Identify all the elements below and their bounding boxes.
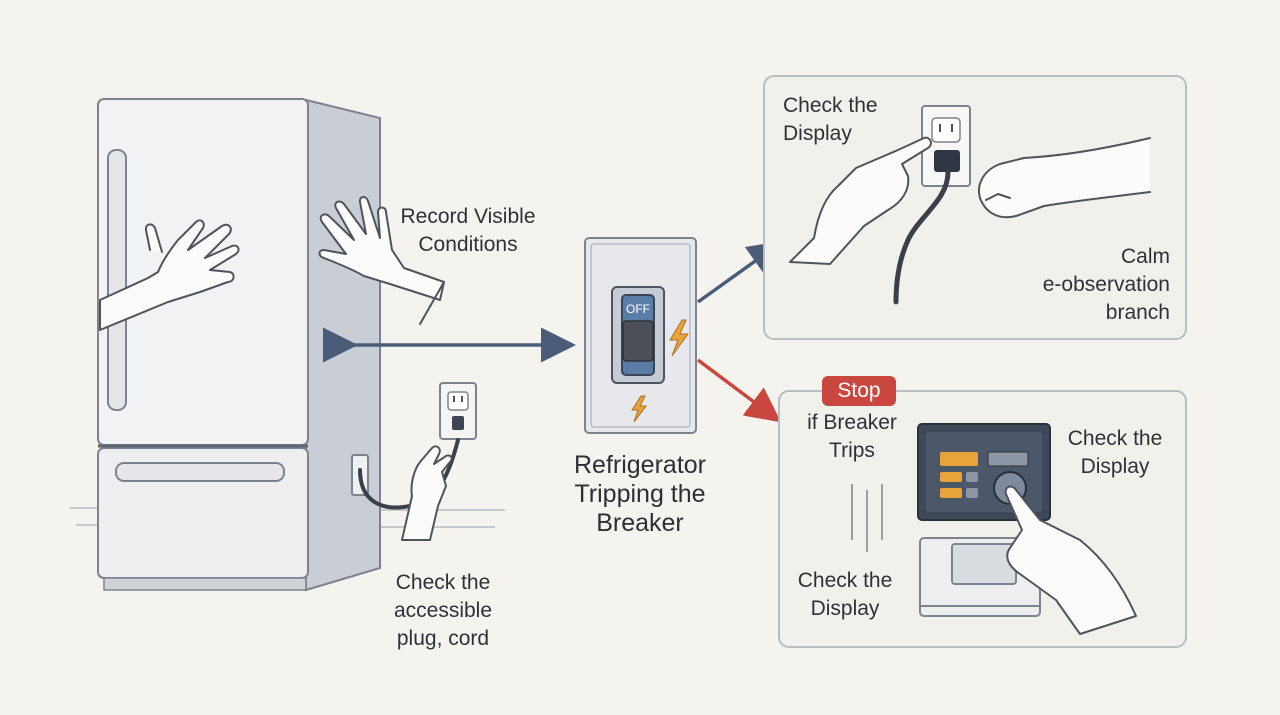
- breaker-panel: [584, 237, 697, 434]
- breaker-switch-icon: [621, 294, 655, 376]
- hand-holding-plug-icon: [401, 445, 453, 541]
- record-conditions-label: Record Visible Conditions: [400, 205, 536, 256]
- wall-outlet-icon: [439, 382, 477, 440]
- breaker-state-label: OFF: [626, 302, 650, 316]
- diagram-title: Refrigerator Tripping the Breaker: [574, 451, 706, 537]
- reaching-hand-icon: [978, 137, 1151, 219]
- hand-on-side-icon: [318, 196, 445, 325]
- pointing-hand-icon: [789, 136, 932, 265]
- fridge-drawer-handle: [115, 462, 285, 482]
- panel-check-display-label: Check the Display: [1067, 427, 1163, 478]
- power-plug-icon: [934, 150, 960, 172]
- control-panel-icon: [917, 423, 1051, 521]
- appliance-cord: [893, 169, 951, 305]
- calm-branch-label: Calm e-observation branch: [1042, 245, 1170, 324]
- hand-on-door-icon: [99, 219, 240, 331]
- floor-lines: [70, 507, 505, 528]
- stop-badge: Stop: [822, 376, 896, 406]
- lightning-bolt-icon: [631, 319, 689, 423]
- fridge-door-handle: [107, 149, 127, 411]
- calm-branch-card: [763, 75, 1187, 340]
- if-breaker-trips-label: if Breaker Trips: [807, 411, 897, 462]
- divider-lines: [851, 484, 883, 552]
- check-plug-cord-label: Check the accessible plug, cord: [393, 571, 493, 650]
- bottom-check-display-label: Check the Display: [797, 569, 893, 620]
- refrigerator: [97, 98, 381, 592]
- wall-outlet-icon: [921, 105, 971, 187]
- indicator-light: [940, 452, 978, 466]
- arrow-to-stop-branch: [696, 358, 782, 423]
- arrow-to-calm-branch: [696, 240, 784, 304]
- top-check-display-label: Check the Display: [783, 94, 878, 145]
- hand-pressing-knob-icon: [1004, 485, 1137, 635]
